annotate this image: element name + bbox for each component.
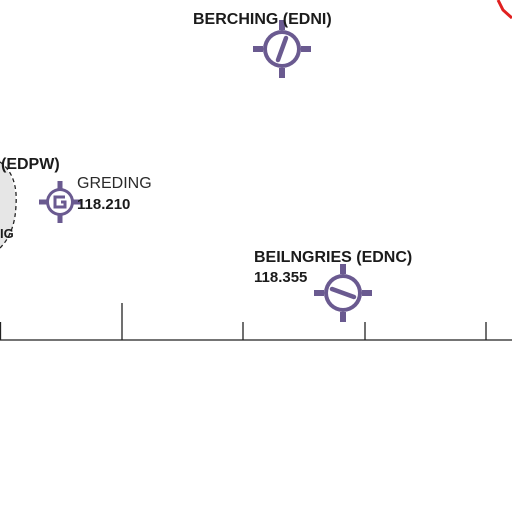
berching-airfield-icon[interactable] (253, 20, 311, 78)
greding-frequency: 118.210 (77, 196, 131, 213)
edpw-airfield-label: (EDPW) (1, 156, 60, 173)
edpw-name-fragment: IG (0, 226, 14, 241)
beilngries-airfield-icon[interactable] (314, 264, 372, 322)
scale-bar (0, 303, 512, 341)
greding-airfield-label: GREDING (77, 175, 152, 192)
greding-glider-site-icon[interactable] (39, 181, 81, 223)
beilngries-airfield-label: BEILNGRIES (EDNC) (254, 249, 413, 266)
beilngries-frequency: 118.355 (254, 269, 308, 286)
berching-airfield-label: BERCHING (EDNI) (193, 11, 332, 28)
restricted-area-boundary (496, 0, 512, 20)
edpw-airspace-circle (0, 160, 17, 249)
